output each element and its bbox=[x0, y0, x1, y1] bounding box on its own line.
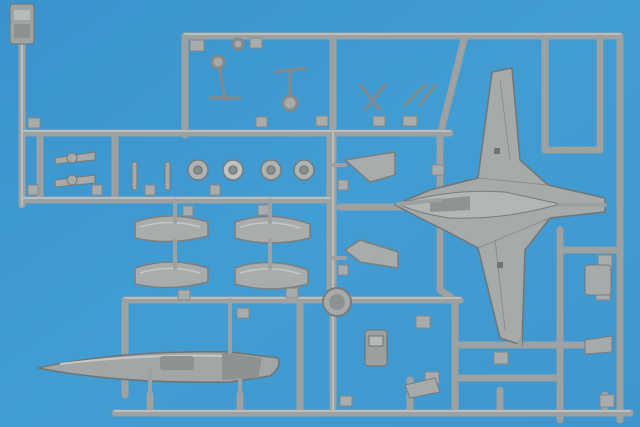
seat-part bbox=[9, 3, 35, 45]
small-parts-left bbox=[54, 151, 96, 188]
gate-stubs bbox=[148, 163, 607, 397]
runner-top-verticals bbox=[181, 32, 469, 139]
airframe-wing-part bbox=[393, 67, 606, 347]
cockpit-tub-part bbox=[364, 329, 388, 367]
runner-right-outer bbox=[541, 32, 624, 424]
fuselage-half bbox=[37, 351, 280, 383]
landing-gear-parts bbox=[208, 37, 437, 112]
pin-parts bbox=[131, 161, 171, 191]
tail-fin-parts bbox=[343, 151, 399, 269]
sprue-frame bbox=[18, 32, 634, 424]
small-parts-right bbox=[404, 264, 613, 399]
nacelle-halves bbox=[134, 215, 311, 290]
round-hub-part bbox=[322, 287, 352, 317]
wheel-parts bbox=[187, 159, 315, 181]
